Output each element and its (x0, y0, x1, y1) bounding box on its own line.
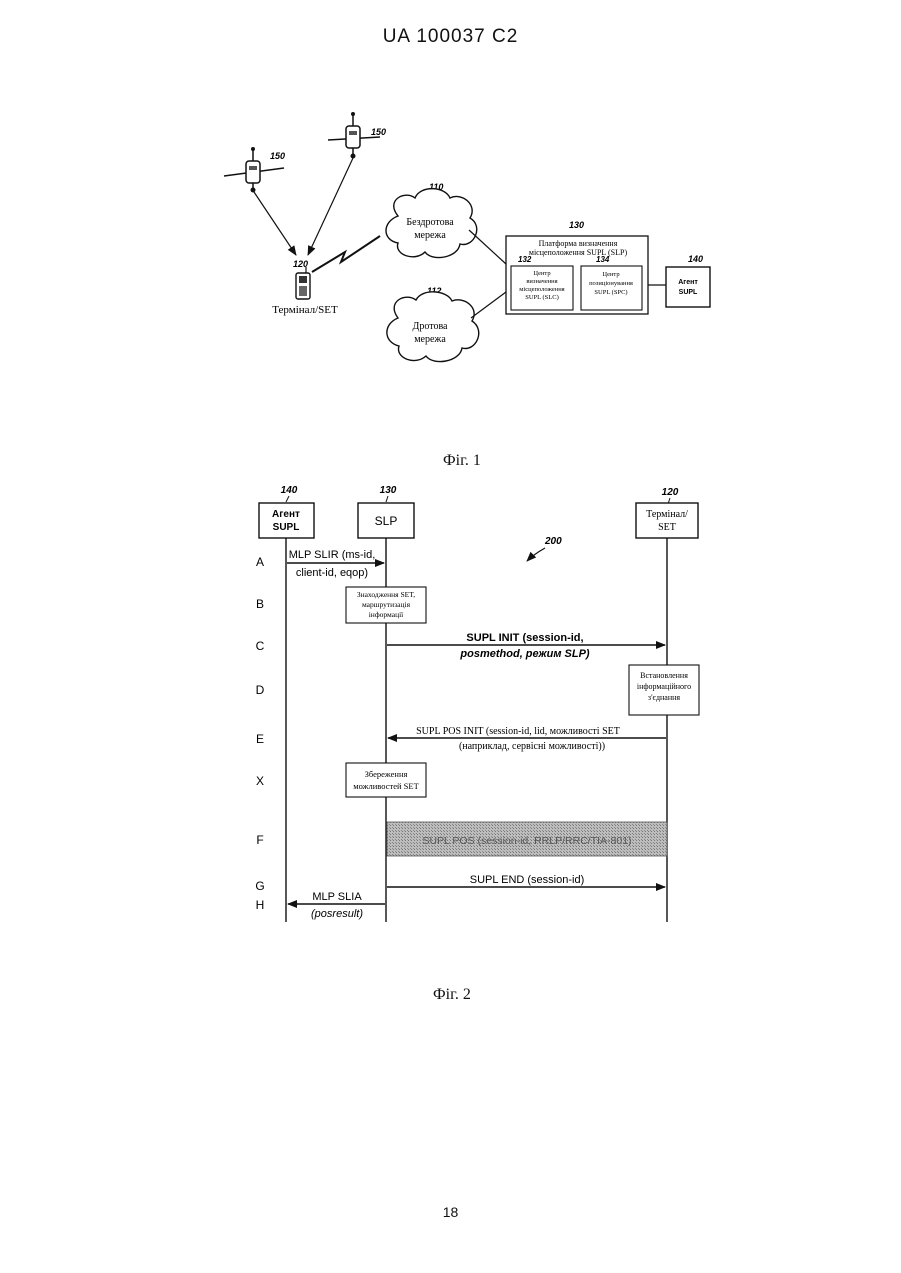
wireless-link (312, 236, 380, 272)
slc-line3: місцеположення (519, 286, 564, 293)
row-label-f: F (256, 833, 263, 847)
row-label-c: C (256, 639, 265, 653)
row-label-d: D (256, 683, 265, 697)
wired-line2: мережа (414, 334, 446, 345)
f2-terminal-line1: Термінал/ (646, 509, 688, 520)
figure-2: 140 130 120 Агент SUPL SLP Термінал/ SET… (255, 485, 699, 922)
row-label-b: B (256, 597, 264, 611)
satellite-left-ref: 150 (270, 151, 285, 161)
wireless-slp-link (469, 230, 506, 264)
box-x-line1: Збереження (365, 769, 408, 779)
figure-2-caption: Фіг. 2 (433, 986, 471, 1004)
box-d-line1: Встановлення (640, 671, 688, 680)
terminal-label: Термінал/SET (272, 304, 338, 316)
f2-slp-label: SLP (375, 514, 398, 528)
box-b-line3: інформації (369, 610, 404, 619)
agent-line1: Агент (678, 279, 698, 286)
slc-line2: визначення (526, 278, 557, 285)
f2-slp-ref: 130 (380, 485, 397, 496)
agent-box (666, 267, 710, 307)
spc-ref: 134 (596, 255, 610, 264)
f2-terminal-line2: SET (658, 522, 676, 533)
f2-terminal-ref: 120 (662, 487, 679, 498)
wired-slp-link (471, 292, 506, 318)
satellite-right-ref: 150 (371, 127, 386, 137)
msg-h-line2: (posresult) (311, 908, 363, 920)
wired-line1: Дротова (413, 321, 449, 332)
box-b-line2: маршрутизація (362, 600, 411, 609)
slp-line2: місцеположення SUPL (SLP) (529, 248, 628, 257)
agent-ref: 140 (688, 254, 703, 264)
msg-e-line1: SUPL POS INIT (session-id, lid, можливос… (416, 726, 620, 737)
spc-line2: позиціонування (589, 280, 633, 287)
spc-line3: SUPL (SPC) (594, 289, 627, 296)
msg-g-label: SUPL END (session-id) (470, 874, 585, 886)
box-b-line1: Знаходження SET, (357, 590, 415, 599)
f2-agent-ref: 140 (281, 485, 298, 496)
msg-f-label: SUPL POS (session-id, RRLP/RRC/TIA-801) (422, 835, 631, 847)
row-label-h: H (256, 898, 265, 912)
row-label-e: E (256, 732, 264, 746)
wireless-line2: мережа (414, 230, 446, 241)
f2-agent-line1: Агент (272, 509, 300, 520)
msg-a-line1: MLP SLIR (ms-id, (289, 549, 376, 561)
f2-agent-line2: SUPL (273, 522, 300, 533)
msg-e-line2: (наприклад, сервісні можливості)) (459, 741, 605, 752)
row-label-g: G (255, 879, 264, 893)
box-d-line2: інформаційного (637, 682, 691, 691)
figure-1: 150 150 120 Термінал/SET 110 Бездр (224, 112, 710, 362)
slc-line4: SUPL (SLC) (525, 294, 559, 301)
f2-flow-ref: 200 (544, 536, 562, 547)
box-d-line3: з'єднання (648, 693, 681, 702)
row-label-a: A (256, 555, 264, 569)
msg-a-line2: client-id, eqop) (296, 567, 368, 579)
msg-c-line2: posmethod, режим SLP) (459, 648, 589, 660)
figure-1-caption: Фіг. 1 (443, 452, 481, 470)
wireless-line1: Бездротова (406, 217, 454, 228)
slc-ref: 132 (518, 255, 532, 264)
phone-icon (296, 267, 310, 299)
row-label-x: X (256, 774, 264, 788)
msg-h-line1: MLP SLIA (312, 891, 362, 903)
msg-c-line1: SUPL INIT (session-id, (466, 632, 583, 644)
slc-line1: Центр (533, 270, 550, 277)
slp-ref: 130 (569, 220, 584, 230)
box-x-line2: можливостей SET (353, 781, 419, 791)
satellite-left-signal (254, 192, 296, 255)
agent-line2: SUPL (679, 289, 698, 296)
page-number: 18 (0, 1204, 901, 1220)
slp-line1: Платформа визначення (539, 239, 618, 248)
spc-line1: Центр (602, 271, 619, 278)
satellite-right-signal (308, 158, 353, 255)
f2-row-labels: A B C D E X F G H (255, 555, 264, 912)
